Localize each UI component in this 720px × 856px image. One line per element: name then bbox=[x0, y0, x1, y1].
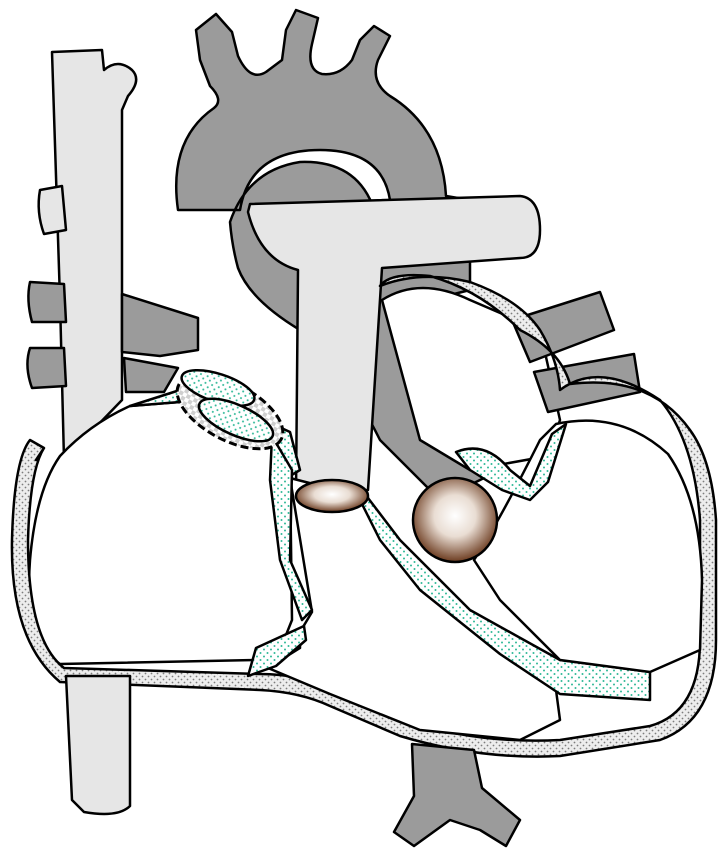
pulmonary-vein-right-upper bbox=[39, 186, 66, 234]
aortic-valve bbox=[413, 478, 497, 562]
pulmonary-artery-right-branch-gray bbox=[28, 282, 66, 322]
superior-vena-cava bbox=[52, 50, 136, 460]
inferior-vena-cava bbox=[66, 676, 130, 814]
descending-aorta bbox=[394, 744, 520, 846]
pulmonary-valve bbox=[296, 480, 368, 512]
pulmonary-vein-right-lower bbox=[27, 348, 66, 388]
pulmonary-vein-mid-left bbox=[122, 294, 198, 356]
pulmonary-vein-low-left bbox=[124, 358, 178, 392]
